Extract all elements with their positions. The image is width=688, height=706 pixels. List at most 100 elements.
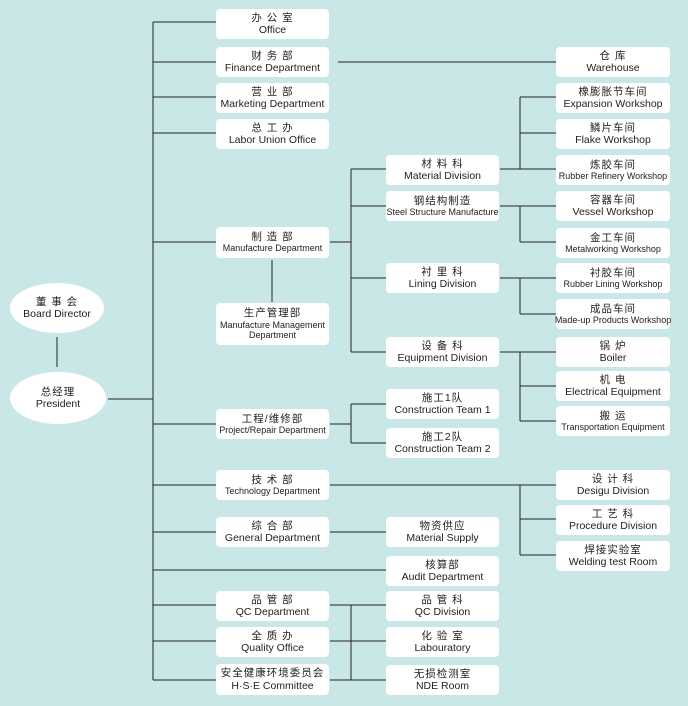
prod-mgmt-zh: 生产管理部 bbox=[243, 307, 302, 320]
team2-zh: 施工2队 bbox=[421, 430, 464, 443]
lab-en: Labouratory bbox=[414, 642, 471, 654]
hse-committee-node: 安全健康环境委员会 H·S·E Committee bbox=[216, 664, 329, 695]
flake-en: Flake Workshop bbox=[575, 134, 651, 146]
welding-test-room-node: 焊接实验室 Welding test Room bbox=[556, 541, 670, 571]
flake-zh: 鳞片车间 bbox=[590, 121, 636, 134]
vessel-workshop-node: 容器车间 Vessel Workshop bbox=[556, 191, 670, 221]
welding-en: Welding test Room bbox=[568, 556, 658, 568]
prod-mgmt-en2: Department bbox=[248, 330, 297, 341]
office-en: Office bbox=[258, 24, 287, 36]
manufacture-department-node: 制 造 部 Manufacture Department bbox=[216, 227, 329, 258]
rubber-ref-en: Rubber Refinery Workshop bbox=[558, 170, 668, 181]
nde-en: NDE Room bbox=[415, 680, 470, 692]
president-zh: 总经理 bbox=[40, 385, 76, 398]
marketing-department-node: 营 业 部 Marketing Department bbox=[216, 83, 329, 113]
metal-en: Metalworking Workshop bbox=[565, 243, 661, 254]
construction-team-1-node: 施工1队 Construction Team 1 bbox=[386, 389, 499, 419]
warehouse-node: 仓 库 Warehouse bbox=[556, 47, 670, 77]
qc-dept-zh: 品 管 部 bbox=[251, 593, 294, 606]
qc-div-zh: 品 管 科 bbox=[421, 593, 464, 606]
general-department-node: 综 合 部 General Department bbox=[216, 517, 329, 547]
welding-zh: 焊接实验室 bbox=[584, 543, 642, 556]
rubber-refinery-workshop-node: 炼胶车间 Rubber Refinery Workshop bbox=[556, 155, 670, 185]
expansion-workshop-node: 橡膨胀节车间 Expansion Workshop bbox=[556, 83, 670, 113]
equipment-en: Equipment Division bbox=[397, 352, 488, 364]
team2-en: Construction Team 2 bbox=[394, 443, 491, 455]
finance-zh: 财 务 部 bbox=[251, 49, 294, 62]
hse-zh: 安全健康环境委员会 bbox=[220, 667, 325, 680]
electrical-equipment-node: 机 电 Electrical Equipment bbox=[556, 371, 670, 401]
vessel-zh: 容器车间 bbox=[590, 193, 636, 206]
hse-en: H·S·E Committee bbox=[231, 679, 314, 692]
rubber-lin-zh: 衬胶车间 bbox=[590, 266, 636, 279]
steel-structure-node: 钢结构制造 Steel Structure Manufacture bbox=[386, 191, 499, 221]
material-supply-node: 物资供应 Material Supply bbox=[386, 517, 499, 547]
flake-workshop-node: 鳞片车间 Flake Workshop bbox=[556, 119, 670, 149]
office-node: 办 公 室 Office bbox=[216, 9, 329, 39]
team1-en: Construction Team 1 bbox=[394, 404, 491, 416]
technology-department-node: 技 术 部 Technology Department bbox=[216, 470, 329, 500]
technology-zh: 技 术 部 bbox=[251, 473, 294, 486]
quality-zh: 全 质 办 bbox=[251, 629, 294, 642]
procedure-en: Procedure Division bbox=[568, 520, 658, 532]
supply-en: Material Supply bbox=[406, 532, 479, 544]
nde-zh: 无损检测室 bbox=[413, 667, 472, 680]
general-en: General Department bbox=[224, 532, 321, 544]
material-division-node: 材 料 科 Material Division bbox=[386, 155, 499, 185]
marketing-zh: 营 业 部 bbox=[251, 85, 294, 98]
quality-office-node: 全 质 办 Quality Office bbox=[216, 627, 329, 657]
qc-dept-en: QC Department bbox=[235, 606, 310, 618]
audit-zh: 核算部 bbox=[425, 558, 460, 571]
supply-zh: 物资供应 bbox=[419, 519, 466, 532]
finance-department-node: 财 务 部 Finance Department bbox=[216, 47, 329, 77]
procedure-zh: 工 艺 科 bbox=[591, 507, 635, 520]
metalworking-workshop-node: 金工车间 Metalworking Workshop bbox=[556, 228, 670, 258]
rubber-ref-zh: 炼胶车间 bbox=[590, 158, 636, 171]
audit-en: Audit Department bbox=[401, 571, 484, 583]
labouratory-node: 化 验 室 Labouratory bbox=[386, 627, 499, 657]
manufacture-en: Manufacture Department bbox=[222, 243, 323, 254]
lining-en: Lining Division bbox=[408, 278, 477, 290]
rubber-lining-workshop-node: 衬胶车间 Rubber Lining Workshop bbox=[556, 263, 670, 293]
steel-zh: 钢结构制造 bbox=[413, 194, 472, 207]
nde-room-node: 无损检测室 NDE Room bbox=[386, 665, 499, 695]
procedure-division-node: 工 艺 科 Procedure Division bbox=[556, 505, 670, 535]
lining-division-node: 衬 里 科 Lining Division bbox=[386, 263, 499, 293]
madeup-en: Made-up Products Workshop bbox=[554, 314, 672, 325]
boiler-zh: 锅 炉 bbox=[599, 339, 627, 352]
office-zh: 办 公 室 bbox=[251, 11, 294, 24]
qc-div-en: QC Division bbox=[414, 606, 471, 618]
labor-zh: 总 工 办 bbox=[251, 121, 294, 134]
president-node: 总经理 President bbox=[10, 372, 106, 424]
electrical-zh: 机 电 bbox=[599, 373, 627, 386]
lining-zh: 衬 里 科 bbox=[421, 265, 464, 278]
finance-en: Finance Department bbox=[224, 62, 321, 74]
design-en: Desigu Division bbox=[576, 485, 650, 497]
labor-en: Labor Union Office bbox=[228, 134, 317, 146]
project-zh: 工程/维修部 bbox=[241, 412, 304, 425]
labor-union-office-node: 总 工 办 Labor Union Office bbox=[216, 119, 329, 149]
manufacture-management-node: 生产管理部 Manufacture Management Department bbox=[216, 303, 329, 345]
board-director-node: 董 事 会 Board Director bbox=[10, 283, 104, 333]
steel-en: Steel Structure Manufacture bbox=[386, 206, 499, 217]
project-en: Project/Repair Department bbox=[219, 424, 326, 435]
madeup-zh: 成品车间 bbox=[590, 302, 636, 315]
equipment-division-node: 设 备 科 Equipment Division bbox=[386, 337, 499, 367]
team1-zh: 施工1队 bbox=[421, 391, 464, 404]
marketing-en: Marketing Department bbox=[220, 98, 325, 110]
metal-zh: 金工车间 bbox=[590, 231, 636, 244]
quality-en: Quality Office bbox=[241, 642, 304, 654]
transport-en: Transportation Equipment bbox=[561, 421, 665, 432]
technology-en: Technology Department bbox=[224, 485, 321, 496]
general-zh: 综 合 部 bbox=[251, 519, 294, 532]
qc-division-node: 品 管 科 QC Division bbox=[386, 591, 499, 621]
design-division-node: 设 计 科 Desigu Division bbox=[556, 470, 670, 500]
warehouse-en: Warehouse bbox=[586, 62, 640, 74]
transport-zh: 搬 运 bbox=[599, 409, 627, 422]
warehouse-zh: 仓 库 bbox=[599, 49, 627, 62]
expansion-en: Expansion Workshop bbox=[563, 98, 663, 110]
board-director-zh: 董 事 会 bbox=[35, 295, 79, 308]
electrical-en: Electrical Equipment bbox=[565, 386, 661, 398]
project-repair-department-node: 工程/维修部 Project/Repair Department bbox=[216, 409, 329, 439]
